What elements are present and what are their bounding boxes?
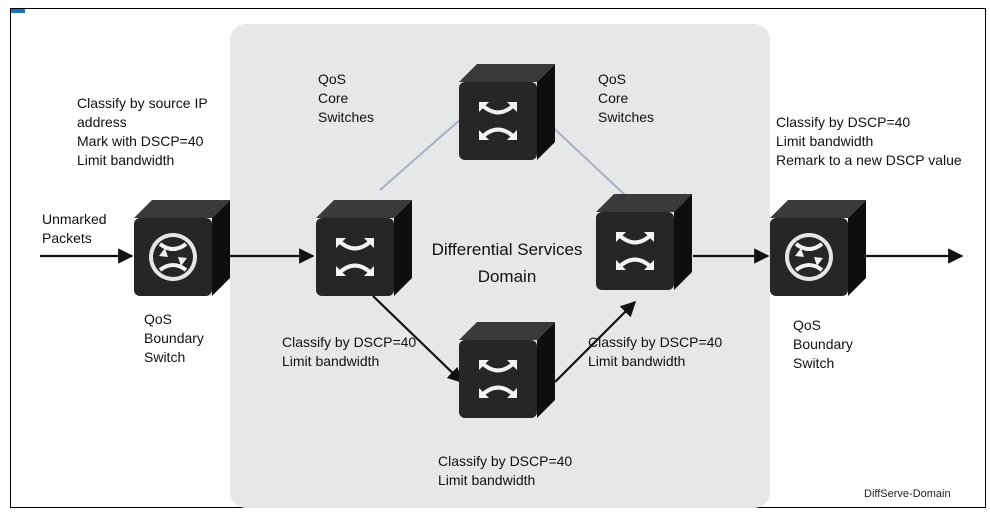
arrow-core-bottom-to-right (554, 300, 637, 383)
figure-corner-mark (11, 9, 25, 13)
ingress-boundary-switch (132, 196, 232, 301)
core-switch-bottom (457, 318, 557, 423)
input-packets-label: Unmarked Packets (42, 211, 107, 246)
ingress-policy-label: Classify by source IP address Mark with … (77, 95, 208, 168)
ingress-switch-label: QoS Boundary Switch (144, 311, 204, 365)
egress-policy-label: Classify by DSCP=40 Limit bandwidth Rema… (776, 114, 962, 168)
egress-boundary-switch (768, 196, 868, 301)
core-switch-top (457, 60, 557, 165)
figure-id-label: DiffServe-Domain (864, 488, 951, 500)
link-core-left-to-top (379, 117, 463, 191)
boundary-switch-icon (770, 200, 866, 296)
core-bottom-policy-label: Classify by DSCP=40 Limit bandwidth (438, 453, 573, 488)
egress-switch-label: QoS Boundary Switch (793, 317, 853, 371)
core-switch-icon (596, 194, 692, 290)
arrow-core-left-to-bottom (372, 295, 464, 384)
core-switch-left (314, 196, 414, 301)
core-switch-icon (459, 64, 555, 160)
core-switch-right (594, 190, 694, 295)
core-switch-icon (459, 322, 555, 418)
core-switch-icon (316, 200, 412, 296)
core-left-label: QoS Core Switches (318, 71, 375, 125)
core-right-policy-label: Classify by DSCP=40 Limit bandwidth (588, 334, 723, 369)
core-right-label: QoS Core Switches (598, 71, 655, 125)
link-core-top-to-right (544, 119, 626, 196)
boundary-switch-icon (134, 200, 230, 296)
domain-title: Differential Services Domain (431, 240, 583, 286)
core-left-policy-label: Classify by DSCP=40 Limit bandwidth (282, 334, 417, 369)
